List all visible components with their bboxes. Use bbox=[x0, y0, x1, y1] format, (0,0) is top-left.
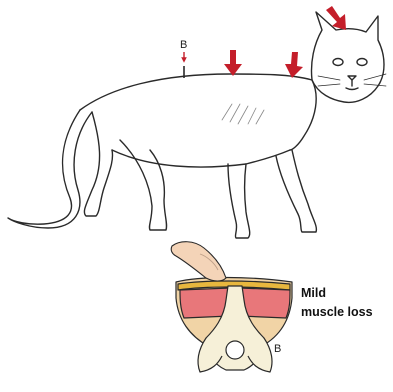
marker-label-b-bottom: B bbox=[274, 343, 281, 355]
down-arrow-icon bbox=[224, 50, 242, 76]
caption-line-1: Mild bbox=[301, 284, 391, 303]
cat-tail bbox=[8, 110, 92, 228]
cat-chest bbox=[290, 80, 316, 150]
down-arrow-icon bbox=[326, 6, 346, 30]
cat-front-leg-2 bbox=[276, 150, 316, 232]
down-arrow-icon bbox=[285, 52, 303, 78]
cat-hind-leg-front bbox=[120, 140, 167, 230]
finger-icon bbox=[171, 242, 226, 281]
caption-line-2: muscle loss bbox=[301, 303, 391, 322]
cat-front-leg-1 bbox=[228, 164, 250, 238]
cat-back bbox=[80, 74, 312, 110]
cat-hind-leg-back bbox=[84, 112, 112, 216]
marker-label-b-top: B bbox=[180, 39, 187, 51]
caption: Mild muscle loss bbox=[301, 284, 391, 322]
cross-section-inset bbox=[176, 278, 292, 373]
cat-illustration bbox=[8, 12, 386, 238]
